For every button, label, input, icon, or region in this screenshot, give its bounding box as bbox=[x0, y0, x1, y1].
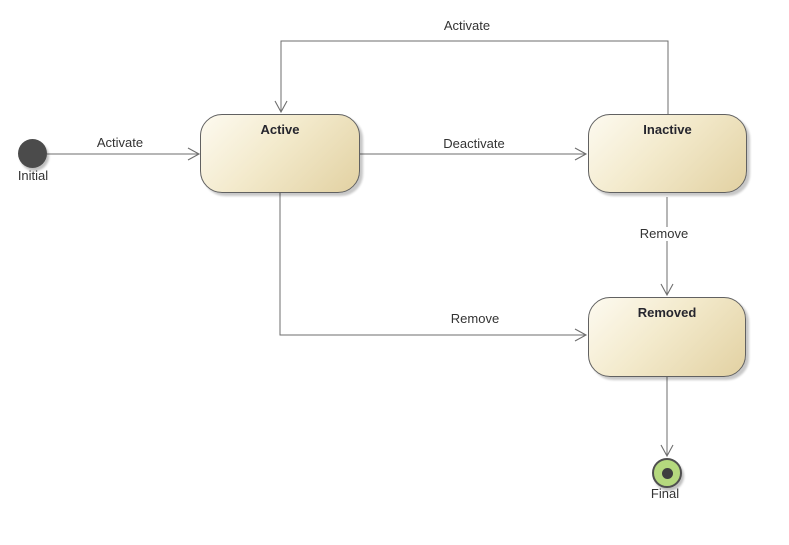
final-state-node[interactable] bbox=[652, 458, 682, 488]
initial-state-label: Initial bbox=[17, 168, 49, 183]
state-inactive-title: Inactive bbox=[643, 122, 692, 137]
state-removed-title: Removed bbox=[637, 305, 697, 320]
state-active[interactable]: Active bbox=[200, 114, 360, 193]
state-removed[interactable]: Removed bbox=[588, 297, 746, 377]
transition-label-deactivate: Deactivate bbox=[441, 136, 507, 151]
transition-label-activate-initial: Activate bbox=[94, 135, 146, 150]
transition-label-remove-inactive: Remove bbox=[637, 226, 691, 241]
transition-label-remove-active: Remove bbox=[448, 311, 502, 326]
final-state-label: Final bbox=[650, 486, 680, 501]
edge-active-to-removed[interactable] bbox=[279, 193, 588, 342]
edge-inactive-to-active-loop[interactable] bbox=[274, 40, 669, 114]
initial-state-node[interactable] bbox=[18, 139, 47, 168]
state-inactive[interactable]: Inactive bbox=[588, 114, 747, 193]
transition-label-activate-loop: Activate bbox=[441, 18, 493, 33]
final-state-dot-icon bbox=[661, 467, 673, 479]
state-active-title: Active bbox=[260, 122, 300, 137]
